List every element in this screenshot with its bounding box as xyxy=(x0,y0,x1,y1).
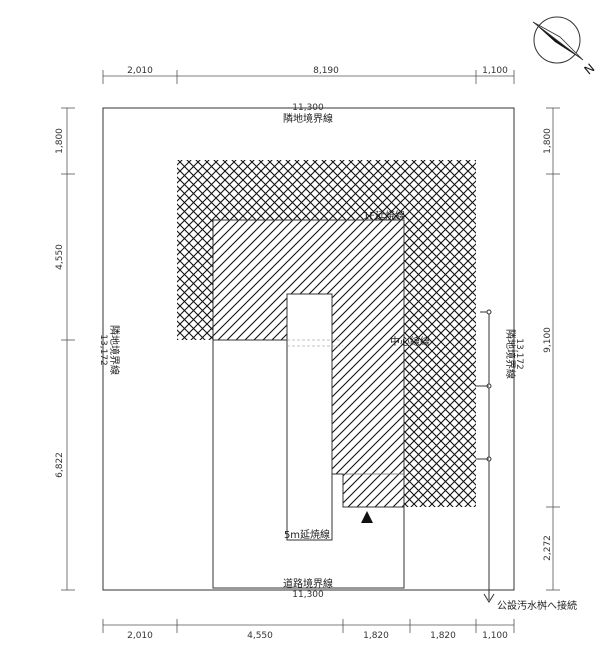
right-dim-3: 2,272 xyxy=(543,535,553,561)
bottom-dim-3: 1,820 xyxy=(363,631,389,641)
bottom-dim-1: 2,010 xyxy=(127,631,153,641)
top-dimension-line: 2,010 8,190 1,100 xyxy=(102,66,515,84)
setback-label: 5m延焼線 xyxy=(284,528,330,541)
top-dim-3: 1,100 xyxy=(482,66,508,76)
site-width-top: 11,300 xyxy=(292,103,324,113)
right-dimension-line: 1,800 9,100 2,272 xyxy=(543,107,560,591)
north-label: N xyxy=(582,61,598,77)
entrance-triangle-icon xyxy=(361,511,373,523)
sewer-connection-label: 公設汚水桝へ接続 xyxy=(497,599,577,612)
bottom-dimension-line: 2,010 4,550 1,820 1,820 1,100 xyxy=(102,619,515,641)
left-dim-1: 1,800 xyxy=(55,128,65,154)
left-dim-3: 6,822 xyxy=(55,452,65,478)
right-dim-1: 1,800 xyxy=(543,128,553,154)
site-depth-right: 13,172 xyxy=(514,338,524,370)
setback-strip xyxy=(286,293,333,541)
site-depth-left: 13,172 xyxy=(98,334,108,366)
top-dim-2: 8,190 xyxy=(313,66,339,76)
bottom-dim-2: 4,550 xyxy=(247,631,273,641)
site-width-bottom: 11,300 xyxy=(292,590,324,600)
top-dim-1: 2,010 xyxy=(127,66,153,76)
annex-label-2: 中心線線 xyxy=(390,335,430,348)
boundary-label-left: 隣地境界線 xyxy=(108,325,121,375)
boundary-label-top: 隣地境界線 xyxy=(283,112,333,125)
sewer-line xyxy=(476,309,495,603)
left-dim-2: 4,550 xyxy=(55,244,65,270)
right-dim-2: 9,100 xyxy=(543,327,553,353)
bottom-dim-4: 1,820 xyxy=(430,631,456,641)
site-boundary xyxy=(102,107,515,591)
annex-label-1: 1F延焼線 xyxy=(363,209,405,222)
bottom-dim-5: 1,100 xyxy=(482,631,508,641)
boundary-label-bottom: 道路境界線 xyxy=(283,577,333,590)
building-outline-lower xyxy=(212,340,405,589)
boundary-label-right: 隣地境界線 xyxy=(504,329,517,379)
north-arrow-icon: N xyxy=(532,16,598,77)
left-dimension-line: 1,800 4,550 6,822 xyxy=(55,107,75,591)
